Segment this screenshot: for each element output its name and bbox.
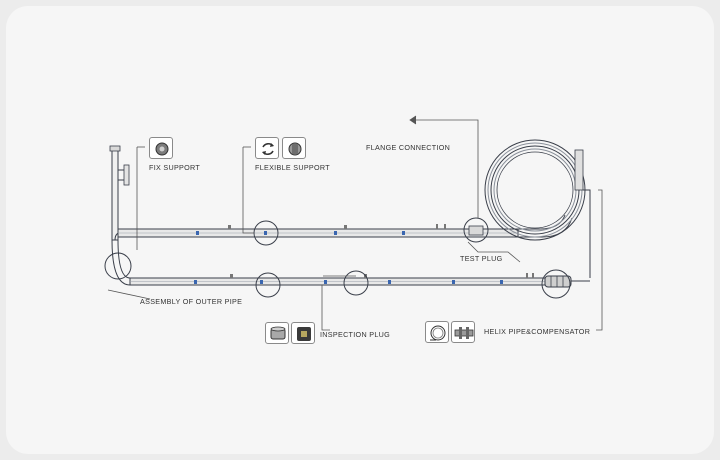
label-assembly-outer-pipe: ASSEMBLY OF OUTER PIPE	[140, 297, 243, 306]
vertical-riser	[109, 145, 130, 241]
compensator-icon	[451, 321, 475, 343]
highlight-outer-pipe	[104, 252, 132, 280]
label-test-plug: TEST PLUG	[460, 254, 503, 263]
highlight-compensator	[541, 269, 571, 299]
flexible-support-clamp-icon	[282, 137, 306, 159]
lower-pipe	[111, 239, 590, 288]
compensator	[544, 275, 590, 288]
label-helix-compensator: HELIX PIPE&COMPENSATOR	[484, 327, 591, 336]
marker	[196, 231, 199, 235]
label-flange-connection: FLANGE CONNECTION	[366, 143, 451, 152]
marker	[402, 231, 405, 235]
inspection-plug-cap-icon	[265, 322, 289, 344]
fix-support-icon	[149, 137, 173, 159]
flexible-support-arrows-icon	[255, 137, 279, 159]
label-fix-support: FIX SUPPORT	[149, 163, 201, 172]
highlight-inspection	[343, 270, 369, 296]
marker	[334, 231, 337, 235]
helix-coil-icon	[425, 321, 449, 343]
highlight-flange	[463, 217, 489, 243]
label-flexible-support: FLEXIBLE SUPPORT	[255, 163, 330, 172]
label-inspection-plug: INSPECTION PLUG	[320, 330, 390, 339]
helix-coil	[484, 139, 591, 278]
inspection-plug-dark-icon	[291, 322, 315, 344]
upper-pipe	[117, 214, 573, 238]
leader-lines	[107, 115, 603, 331]
highlight-outer	[255, 272, 281, 298]
marker	[264, 231, 267, 235]
